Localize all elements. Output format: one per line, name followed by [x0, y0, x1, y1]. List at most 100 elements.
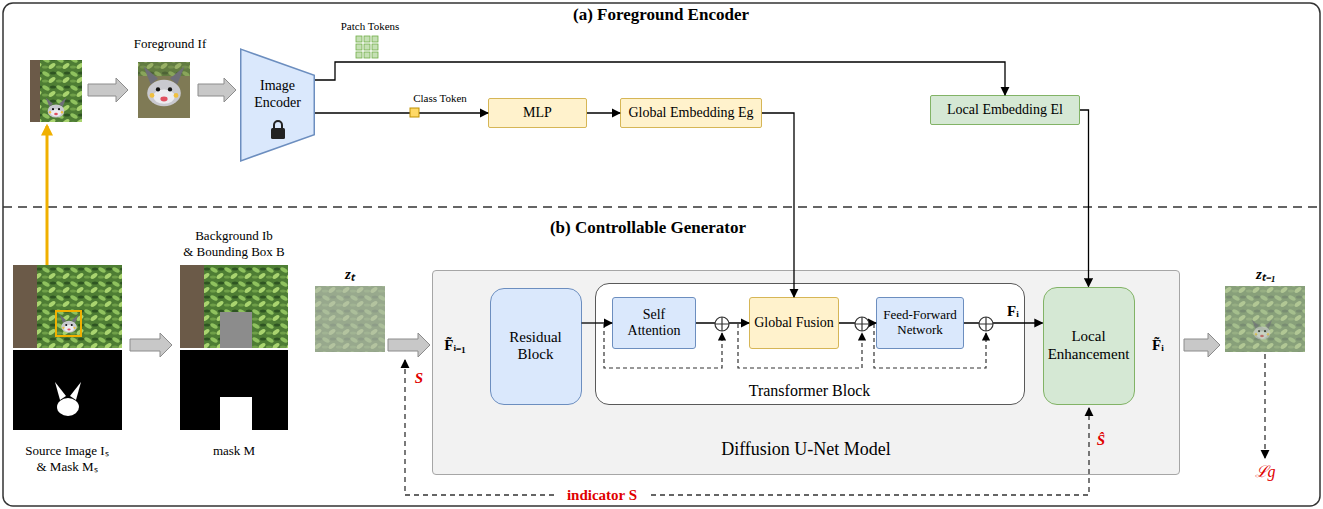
box-mask [180, 350, 288, 430]
block-arrow [198, 78, 236, 102]
unet-container: Diffusion U-Net Model Residual Block Trans… [432, 270, 1180, 475]
skip-connection [874, 324, 986, 368]
connector-arrow [696, 322, 749, 323]
lock-icon [274, 121, 282, 129]
background-image [180, 265, 204, 348]
trapezoid-outline [241, 49, 315, 161]
patch-token-grid [364, 36, 370, 42]
figure-label: zₜ₋₁ [1256, 266, 1276, 283]
embedding-box: Global Embedding Eg [620, 98, 762, 128]
figure-label: (a) Foreground Encoder [573, 6, 749, 25]
figure-label: & Mask Mₛ [36, 460, 97, 474]
source-mask [70, 382, 81, 400]
figure-label: F̃ᵢ [1152, 337, 1164, 354]
sum-symbol [979, 317, 993, 331]
source-mask [57, 398, 79, 416]
box-mask [180, 350, 288, 430]
node-text: MLP [523, 105, 552, 121]
process-box: Local Enhancement [1043, 287, 1135, 405]
patch-token-grid [372, 44, 378, 50]
section-divider [3, 206, 1320, 208]
source-image [13, 265, 122, 348]
connector-arrow [315, 112, 488, 113]
source-image [56, 311, 81, 336]
block-arrow [388, 333, 430, 357]
source-mask [13, 350, 122, 430]
indicator-line [405, 354, 1265, 495]
connector-arrow [964, 322, 1043, 323]
sum-symbol [979, 317, 993, 331]
source-thumbnail [46, 98, 66, 118]
node-text: Global Embedding Eg [628, 105, 753, 121]
sum-symbol [715, 317, 729, 331]
node-text: Local Enhancement [1047, 328, 1131, 363]
figure-label: Ŝ [1097, 432, 1105, 449]
block-arrow [1184, 333, 1220, 357]
source-image [13, 265, 122, 348]
connector-arrow [839, 322, 876, 323]
node-text: Local Embedding El [947, 102, 1063, 118]
noisy-latent [315, 286, 385, 352]
indicator-line [405, 360, 554, 495]
figure-label: Class Token [413, 92, 467, 104]
lock-icon [271, 128, 285, 139]
connector-arrow [1080, 110, 1089, 287]
figure-label: Foreground If [134, 37, 207, 51]
encoder-block: Image Encoder [240, 48, 315, 162]
connector-arrow [582, 322, 613, 323]
transformer-container: Transformer BlockSelf AttentionGlobal Fu… [595, 283, 1025, 405]
patch-token-grid [372, 36, 378, 42]
background-image [180, 265, 288, 348]
patch-token-grid [356, 36, 362, 42]
figure-label: ℒg [1255, 463, 1276, 481]
skip-connection [604, 324, 722, 368]
figure-label: zₜ [345, 266, 355, 283]
node-text: Diffusion U-Net Model [721, 439, 891, 460]
process-box: Residual Block [490, 288, 582, 405]
background-image [220, 312, 252, 348]
source-image [13, 265, 37, 348]
patch-token-grid [364, 44, 370, 50]
sum-symbol [855, 317, 869, 331]
node-text: Residual Block [494, 329, 578, 364]
figure-label: & Bounding Box B [183, 245, 285, 259]
box-mask [220, 397, 252, 430]
process-box: Global Fusion [749, 297, 839, 349]
outer-frame [3, 3, 1320, 506]
denoised-latent [1225, 286, 1305, 352]
patch-token-grid [356, 52, 362, 58]
denoised-latent [1225, 286, 1305, 352]
figure-label: mask M [213, 444, 255, 458]
patch-token-grid [356, 44, 362, 50]
patch-token-grid [364, 52, 370, 58]
lock-icon [271, 121, 285, 139]
process-box: Feed-Forward Network [876, 297, 964, 349]
noisy-latent [315, 286, 385, 352]
mlp-box: MLP [488, 98, 587, 128]
foreground-image [138, 62, 190, 118]
indicator-line [651, 408, 1089, 495]
foreground-image [138, 62, 190, 118]
denoised-latent [1225, 286, 1305, 352]
source-mask [55, 382, 66, 400]
node-text: Self Attention [616, 307, 692, 339]
figure-label: F̃ᵢ₋₁ [444, 337, 465, 354]
connector-arrow [315, 62, 1005, 95]
figure-label: (b) Controllable Generator [550, 219, 746, 238]
block-arrow [88, 78, 128, 102]
figure-label: Background Ib [195, 229, 273, 243]
sum-symbol [715, 317, 729, 331]
denoised-latent [1252, 320, 1272, 340]
figure-label: Fᵢ [1007, 303, 1019, 320]
figure-label: Source Image Iₛ [25, 444, 108, 458]
class-token-icon [410, 108, 419, 117]
embedding-box: Local Embedding El [930, 95, 1080, 125]
skip-connection [738, 324, 862, 368]
connector-layer [315, 62, 1089, 323]
source-image [60, 315, 79, 333]
source-mask [13, 350, 122, 430]
foreground-image [144, 67, 185, 107]
sum-symbol [855, 317, 869, 331]
source-thumbnail [30, 60, 82, 122]
